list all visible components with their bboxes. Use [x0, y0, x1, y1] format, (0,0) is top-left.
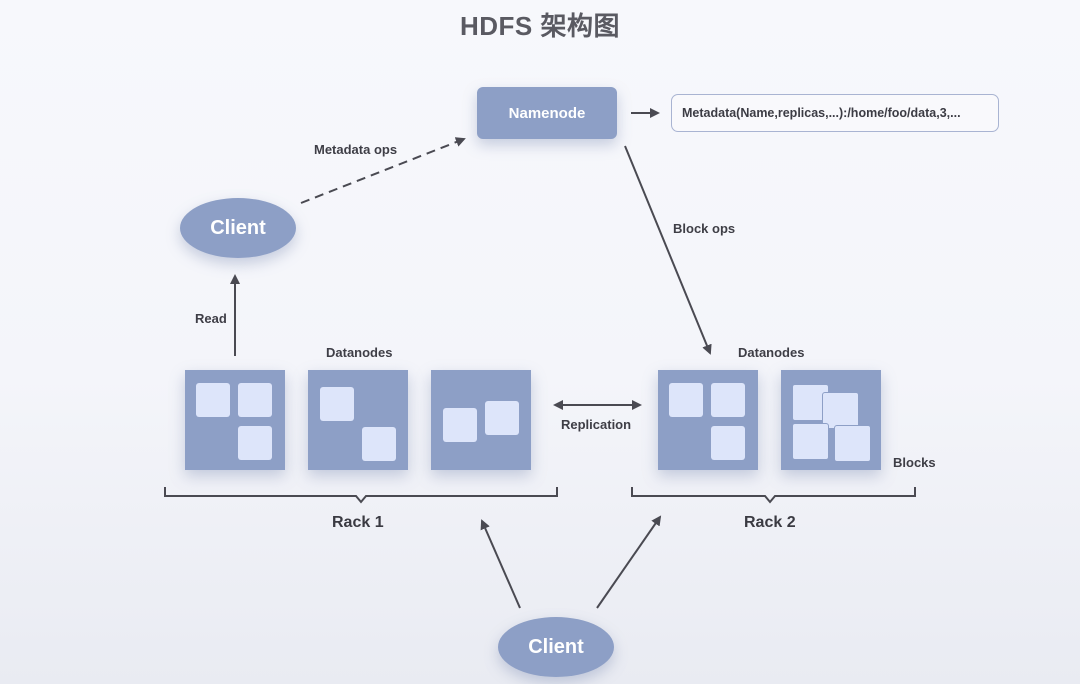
data-block: [485, 401, 519, 435]
rack-1-datanodes-label: Datanodes: [326, 345, 393, 360]
diagram-title: HDFS 架构图: [459, 11, 620, 41]
data-block: [320, 387, 354, 421]
data-block: [834, 425, 871, 462]
rack-2-label: Rack 2: [744, 514, 796, 531]
client-top-label: Client: [210, 216, 266, 239]
client-node-bottom: Client: [498, 617, 614, 677]
rack-2-datanodes-label: Datanodes: [738, 345, 805, 360]
client-to-rack-1-arrow: [480, 519, 521, 609]
datanode: [658, 370, 758, 470]
namenode-label: Namenode: [508, 104, 586, 122]
rack-1-label: Rack 1: [332, 514, 384, 531]
data-block: [711, 426, 745, 460]
replication-label: Replication: [561, 417, 632, 432]
metadata-box: Metadata(Name,replicas,...):/home/foo/da…: [671, 94, 999, 132]
data-block: [792, 423, 829, 460]
data-block: [443, 408, 477, 442]
blocks-label: Blocks: [893, 455, 936, 470]
data-block: [238, 383, 272, 417]
data-block: [362, 427, 396, 461]
data-block: [822, 392, 859, 429]
client-bottom-label: Client: [528, 635, 584, 658]
metadata-ops-label: Metadata ops: [314, 142, 398, 157]
rack-1-bracket: [164, 487, 558, 504]
rack-2-bracket: [631, 487, 916, 504]
block-ops-label: Block ops: [673, 221, 736, 236]
namenode-node: Namenode: [477, 87, 617, 139]
data-block: [196, 383, 230, 417]
datanode: [781, 370, 881, 470]
block-ops-arrow: [624, 145, 712, 355]
datanode: [308, 370, 408, 470]
data-block: [669, 383, 703, 417]
client-node-top: Client: [180, 198, 296, 258]
data-block: [711, 383, 745, 417]
metadata-text: Metadata(Name,replicas,...):/home/foo/da…: [682, 106, 961, 120]
datanode: [185, 370, 285, 470]
data-block: [238, 426, 272, 460]
read-label: Read: [195, 311, 227, 326]
datanode: [431, 370, 531, 470]
client-to-rack-2-arrow: [596, 515, 662, 609]
